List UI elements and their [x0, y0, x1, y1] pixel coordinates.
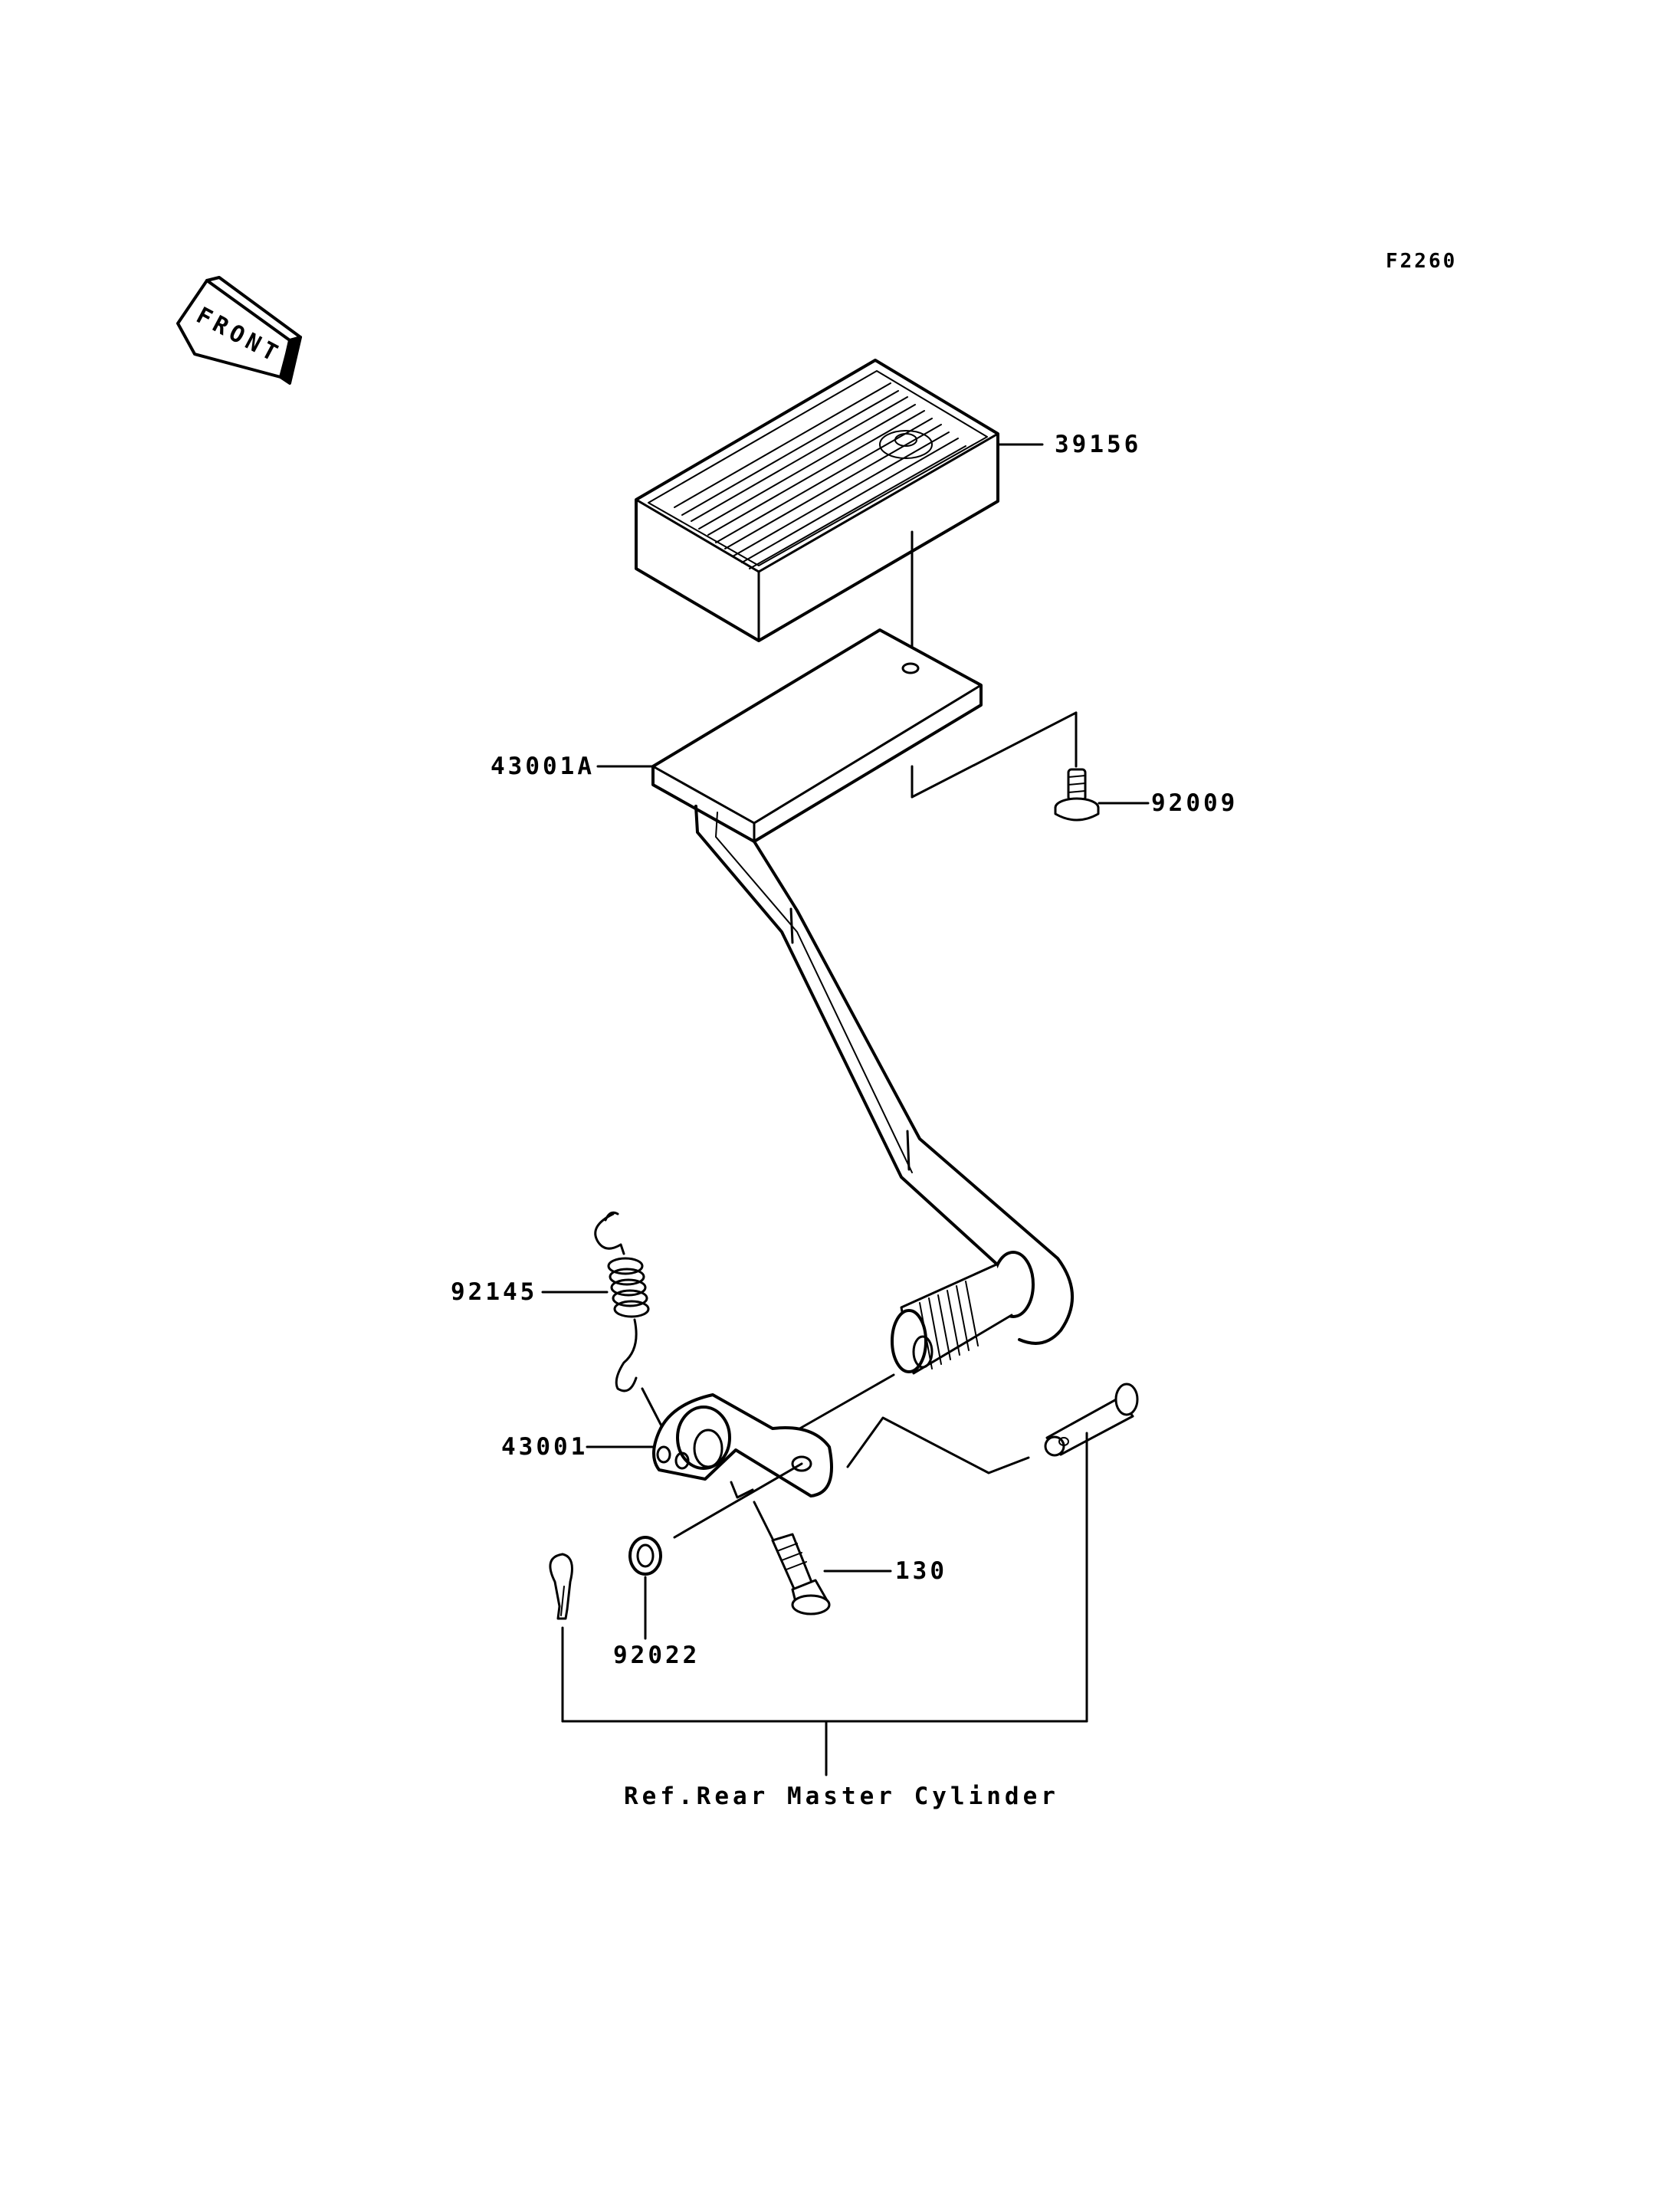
part-label-92145: 92145	[451, 1278, 538, 1306]
return-spring	[541, 1211, 668, 1438]
part-label-39156: 39156	[1055, 431, 1142, 458]
reference-note: Ref.Rear Master Cylinder	[624, 1783, 1059, 1810]
part-label-43001: 43001	[501, 1433, 589, 1461]
cotter-pin	[549, 1553, 573, 1723]
part-label-43001a: 43001A	[491, 753, 595, 780]
front-arrow-icon: FRONT	[176, 276, 302, 385]
pedal-rubber	[635, 359, 1044, 665]
part-label-92009: 92009	[1151, 789, 1239, 817]
figure-code: F2260	[1386, 250, 1458, 273]
brake-pedal-arm	[596, 628, 1075, 1432]
part-label-92022: 92022	[613, 1642, 701, 1669]
clevis-pin	[846, 1383, 1139, 1723]
reference-bracket	[561, 1720, 1088, 1776]
washer	[628, 1536, 662, 1640]
upper-bolt	[911, 711, 1150, 822]
part-label-130: 130	[895, 1557, 947, 1585]
flange-bolt	[771, 1533, 892, 1615]
brake-lever	[586, 1393, 833, 1540]
